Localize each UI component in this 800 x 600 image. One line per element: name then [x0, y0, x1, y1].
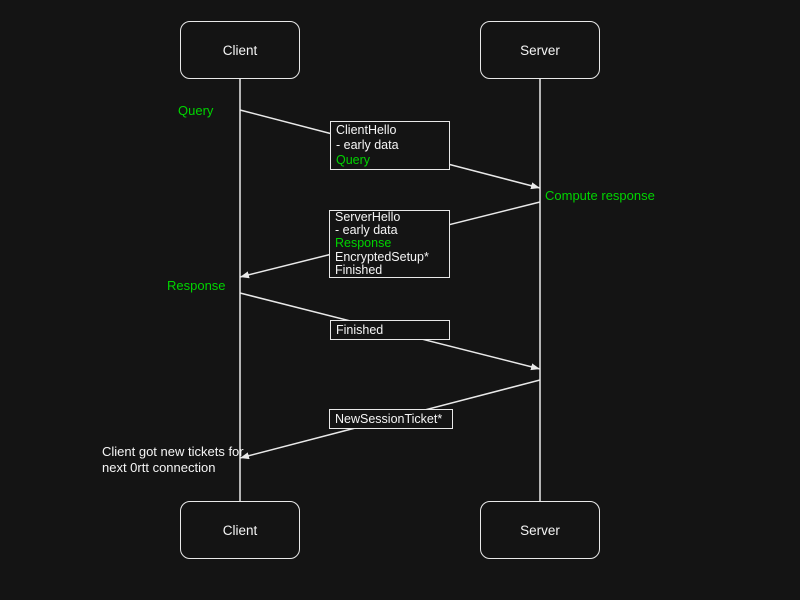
actor-server-bottom-label: Server — [520, 522, 560, 538]
message-box-clienthello: ClientHello - early data Query — [330, 121, 450, 170]
actor-server-top-label: Server — [520, 42, 560, 58]
message-line: EncryptedSetup* — [335, 249, 429, 264]
message-line: Finished — [336, 323, 384, 337]
message-box-newsessionticket: NewSessionTicket* — [329, 409, 453, 429]
label-response: Response — [167, 278, 226, 293]
actor-server-top: Server — [480, 21, 600, 79]
note-line-1: Client got new tickets for — [102, 444, 244, 459]
actor-server-bottom: Server — [480, 501, 600, 559]
note-new-tickets: Client got new tickets for next 0rtt con… — [102, 444, 244, 475]
message-box-serverhello: ServerHello - early data Response Encryp… — [329, 210, 450, 278]
message-line: Query — [336, 153, 371, 167]
message-line: NewSessionTicket* — [335, 412, 443, 426]
message-line: Finished — [335, 262, 383, 277]
message-line: - early data — [336, 138, 399, 152]
label-query: Query — [178, 103, 214, 118]
note-line-2: next 0rtt connection — [102, 459, 216, 475]
actor-client-bottom: Client — [180, 501, 300, 559]
message-line: - early data — [335, 223, 398, 238]
message-box-finished: Finished — [330, 320, 450, 340]
actor-client-bottom-label: Client — [222, 522, 258, 538]
message-line: ServerHello — [335, 210, 401, 224]
actor-client-top: Client — [180, 21, 300, 79]
actor-client-top-label: Client — [222, 42, 258, 58]
label-compute-response: Compute response — [545, 188, 655, 203]
message-line: Response — [335, 236, 392, 251]
message-line: ClientHello — [336, 123, 397, 137]
